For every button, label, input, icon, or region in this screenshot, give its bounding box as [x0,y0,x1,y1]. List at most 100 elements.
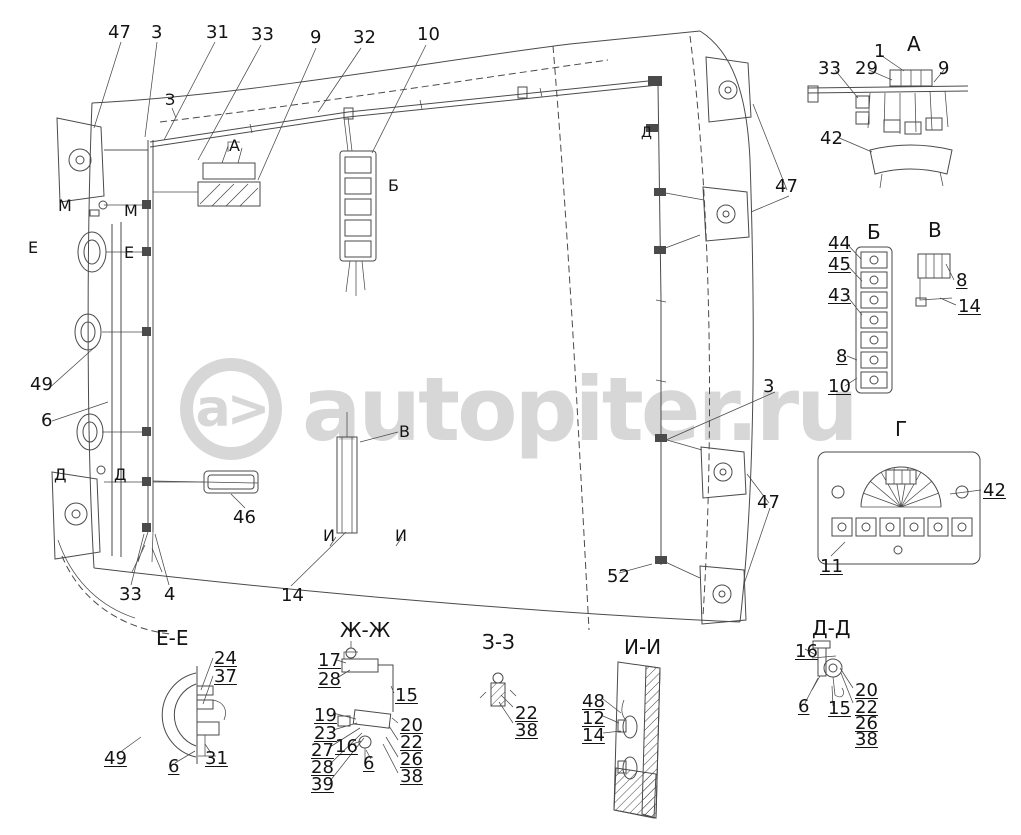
callout-37-50: 37 [214,666,237,687]
callout-48-73: 48 [582,691,605,712]
callout-14-75: 14 [582,725,605,746]
callout-49-51: 49 [104,748,127,769]
callout-10-6: 10 [417,24,440,45]
rear-left-lamp [51,465,106,560]
callout-22-66: 22 [400,732,423,753]
callout-31-2: 31 [206,22,229,43]
callout-10-44: 10 [828,376,851,397]
section-mark-д-17: Д [54,465,67,484]
callout-16-77: 16 [795,641,818,662]
callout-15-57: 15 [395,685,418,706]
section-title-д-д-76: Д-Д [812,616,851,640]
right-corner-lamps [699,56,752,625]
callout-44-38: 44 [828,233,851,254]
left-harness [102,140,259,573]
section-title-а-30: А [907,32,921,56]
callout-46-20: 46 [233,507,256,528]
right-harness [646,84,705,579]
callout-24-49: 24 [214,648,237,669]
callout-16-63: 16 [335,736,358,757]
callout-38-68: 38 [400,766,423,787]
detail-b-switch-block [855,246,893,394]
callout-27-60: 27 [311,740,334,761]
section-mark-в-19: В [399,422,410,441]
roof-plafond-cluster [153,141,261,207]
callout-28-56: 28 [318,669,341,690]
callout-45-39: 45 [828,254,851,275]
component-v-duct [329,412,403,547]
callout-22-81: 22 [855,697,878,718]
section-title-и-и-72: И-И [624,635,662,659]
detail-a-plafond [807,69,969,189]
callout-12-74: 12 [582,708,605,729]
section-mark-м-8: М [58,196,72,215]
roof-harness [149,76,662,152]
callout-20-65: 20 [400,715,423,736]
callout-52-26: 52 [607,566,630,587]
callout-6-79: 6 [798,696,810,717]
component-46-box [153,470,259,494]
callout-29-33: 29 [855,58,878,79]
detail-g-control-panel [817,451,981,565]
callout-3-27: 3 [763,376,775,397]
callout-47-29: 47 [757,492,780,513]
callout-26-82: 26 [855,713,878,734]
callout-42-35: 42 [820,128,843,149]
callout-31-53: 31 [205,748,228,769]
callout-47-28: 47 [775,176,798,197]
section-title-з-з-69: З-З [482,630,515,654]
cab-body-outline [57,30,754,635]
section-mark-и-21: И [323,526,335,545]
section-title-е-е-48: Е-Е [156,626,189,650]
front-left-lamp [56,117,148,217]
callout-33-32: 33 [818,58,841,79]
section-mark-е-10: Е [28,238,39,257]
section-mark-и-22: И [395,526,407,545]
callout-47-0: 47 [108,22,131,43]
callout-1-31: 1 [874,41,886,62]
callout-20-78: 20 [855,680,878,701]
section-mark-з-7: З [165,90,176,109]
detail-ii-panel [613,661,661,819]
watermark-text: autopiter.ru [302,358,859,461]
section-mark-д-14: Д [641,125,652,141]
callout-17-55: 17 [318,650,341,671]
section-mark-м-9: М [124,201,138,220]
callout-19-58: 19 [314,705,337,726]
callout-39-62: 39 [311,774,334,795]
callout-26-67: 26 [400,749,423,770]
leader-lines [46,41,982,782]
callout-49-15: 49 [30,374,53,395]
callout-28-61: 28 [311,757,334,778]
callout-23-59: 23 [314,723,337,744]
callout-38-83: 38 [855,729,878,750]
callout-6-64: 6 [363,753,375,774]
section-title-б-36: Б [867,220,881,244]
section-title-в-37: В [928,218,942,242]
section-mark-б-13: Б [388,176,399,195]
section-title-ж-ж-54: Ж-Ж [340,618,391,642]
section-mark-е-11: Е [124,243,135,262]
callout-8-41: 8 [956,270,968,291]
callout-4-24: 4 [164,584,176,605]
callout-3-1: 3 [151,22,163,43]
callout-33-3: 33 [251,24,274,45]
callout-14-42: 14 [958,296,981,317]
callout-11-47: 11 [820,556,843,577]
detail-ee-headlamp [161,666,226,764]
callout-22-70: 22 [515,703,538,724]
callout-9-4: 9 [310,27,322,48]
detail-zhzh-lamp-assembly [337,641,394,760]
callout-6-16: 6 [41,410,53,431]
section-mark-д-18: Д [114,465,127,484]
relay-block [339,150,377,296]
callout-32-5: 32 [353,27,376,48]
callout-9-34: 9 [938,58,950,79]
section-title-г-45: Г [895,417,908,441]
callout-6-52: 6 [168,756,180,777]
callout-33-23: 33 [119,584,142,605]
